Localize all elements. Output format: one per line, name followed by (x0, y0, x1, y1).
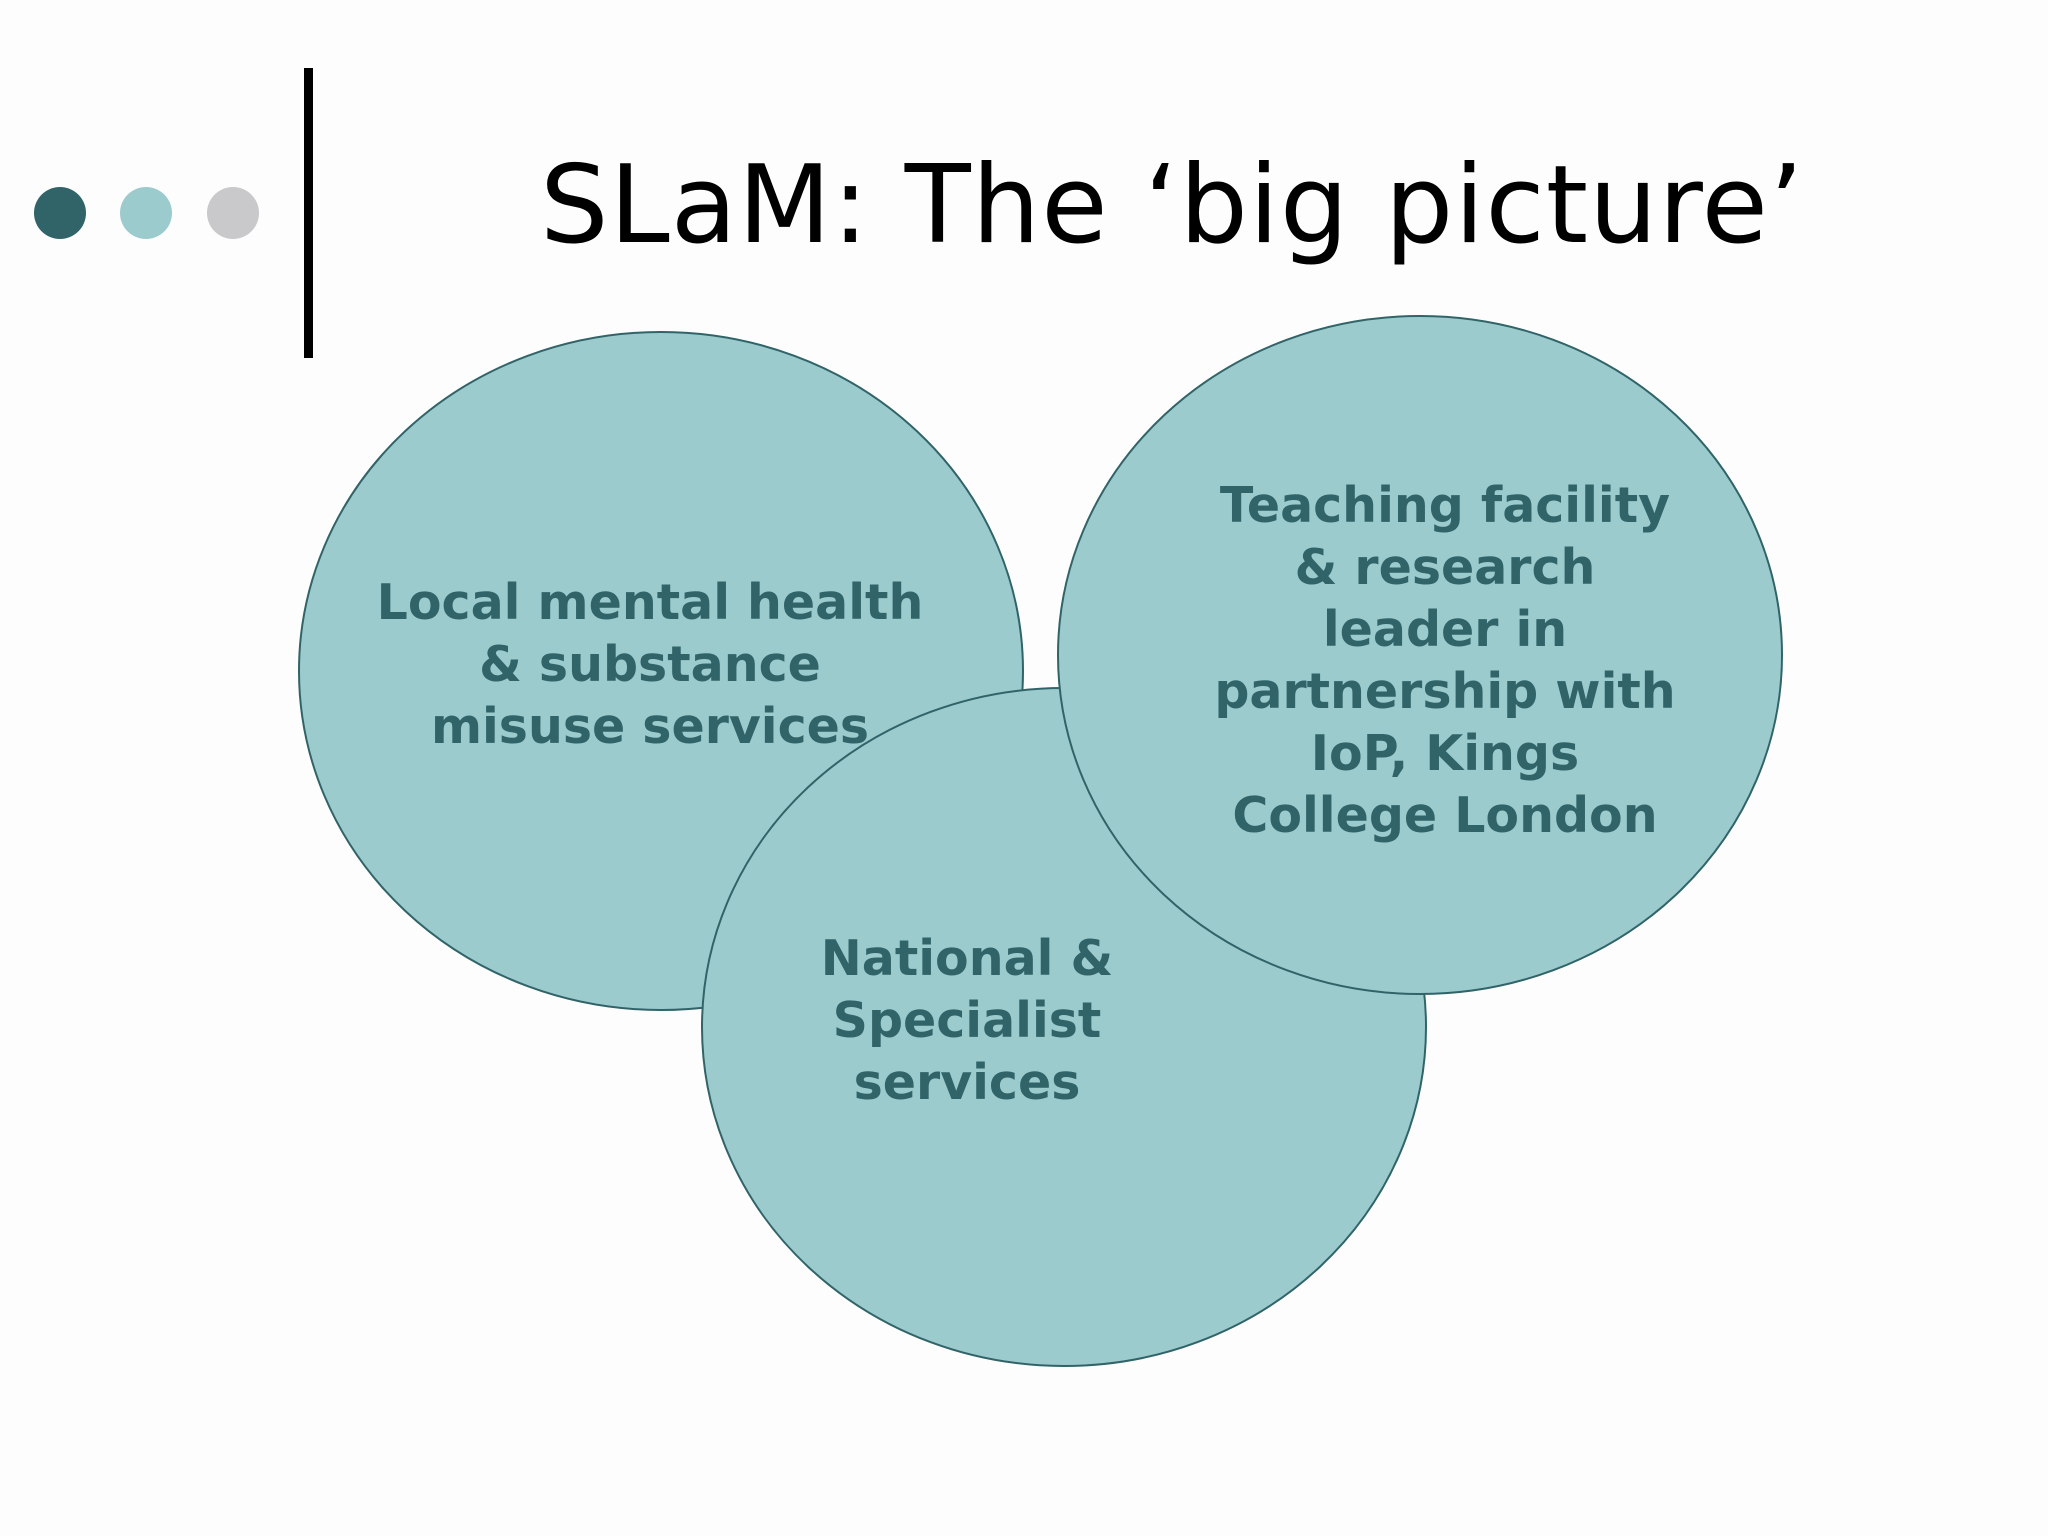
label-line: leader in (1322, 601, 1568, 658)
label-line: misuse services (430, 698, 870, 755)
label-national-services: National & Specialist services (757, 928, 1177, 1114)
label-line: Specialist (832, 992, 1102, 1049)
label-line: Local mental health (376, 574, 924, 631)
circle-teaching (1057, 315, 1783, 995)
label-local-services: Local mental health & substance misuse s… (360, 572, 940, 758)
slide-title: SLaM: The ‘big picture’ (540, 143, 1805, 268)
label-line: services (853, 1054, 1081, 1111)
bullet-dot-dark (34, 187, 86, 239)
label-line: IoP, Kings (1310, 725, 1580, 782)
label-line: National & (820, 930, 1114, 987)
label-teaching-research: Teaching facility & research leader in p… (1180, 475, 1710, 847)
label-line: & research (1294, 539, 1596, 596)
label-line: & substance (479, 636, 821, 693)
bullet-dot-gray (207, 187, 259, 239)
label-line: partnership with (1214, 663, 1676, 720)
label-line: College London (1232, 787, 1658, 844)
bullet-dot-light (120, 187, 172, 239)
label-line: Teaching facility (1219, 477, 1671, 534)
title-divider (304, 68, 313, 358)
